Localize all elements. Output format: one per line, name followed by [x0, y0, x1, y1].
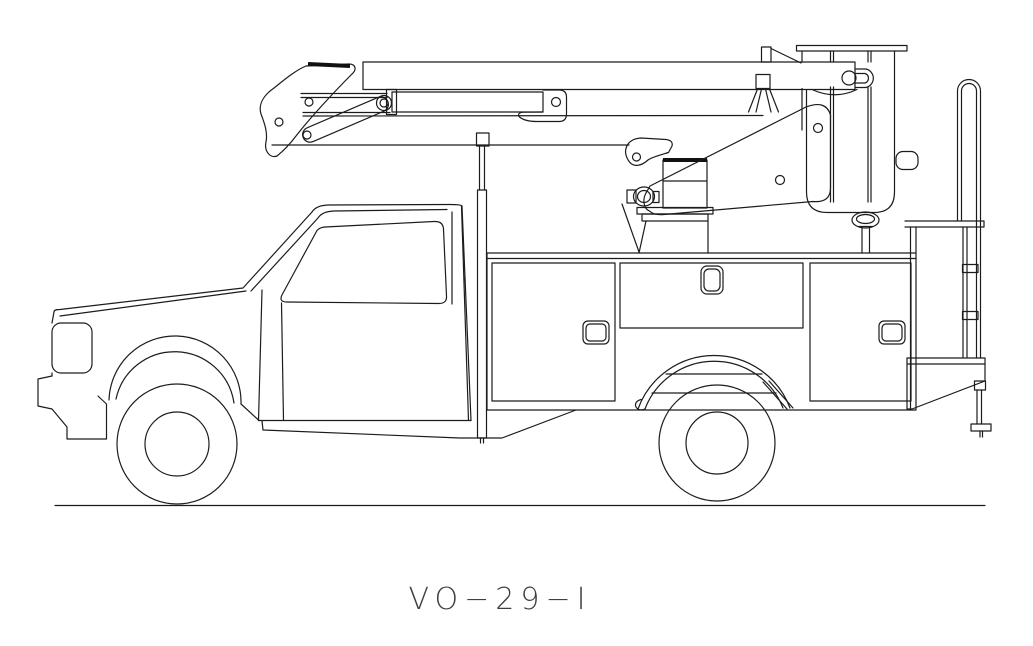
rear-deck — [904, 220, 985, 228]
upper-boom — [362, 61, 856, 91]
center-compartment-door — [619, 262, 804, 329]
bucket-rest-post — [851, 211, 880, 254]
bucket-step — [895, 150, 919, 171]
shackle-loop — [854, 68, 874, 89]
boom-end-pivot — [841, 70, 857, 86]
front-bumper — [37, 375, 108, 440]
service-body — [486, 252, 917, 411]
rear-wheel — [658, 384, 776, 502]
drawing-label: VO−29−I — [409, 582, 592, 617]
rear-access-assembly — [904, 78, 992, 438]
rear-ladder — [962, 226, 968, 358]
truck-cab — [37, 203, 472, 440]
mast-antenna — [475, 132, 490, 444]
handrail-hoop — [956, 78, 982, 359]
headlight — [51, 322, 93, 374]
bucket-basket — [795, 44, 919, 254]
rotation-motor — [626, 186, 660, 207]
right-door-handle — [878, 320, 906, 345]
front-wheel — [116, 383, 238, 505]
rear-step-bumper — [906, 357, 986, 410]
boom-assembly — [259, 46, 874, 444]
pedestal-turret — [621, 158, 714, 254]
boom-rest-bracket — [625, 137, 673, 166]
left-door-handle — [582, 320, 610, 345]
chassis-underbody — [261, 380, 794, 439]
center-door-handle — [700, 265, 724, 295]
left-compartment-door — [491, 262, 616, 402]
hydraulic-cylinder — [385, 88, 568, 123]
turret-box — [662, 159, 708, 209]
hose-cone-fitting — [747, 73, 780, 113]
boom-tip-knuckle — [259, 63, 356, 158]
bucket-top-lip — [795, 44, 908, 52]
right-compartment-door — [809, 262, 912, 402]
rear-wheel-arch — [637, 354, 791, 410]
outrigger-leg — [970, 380, 992, 438]
